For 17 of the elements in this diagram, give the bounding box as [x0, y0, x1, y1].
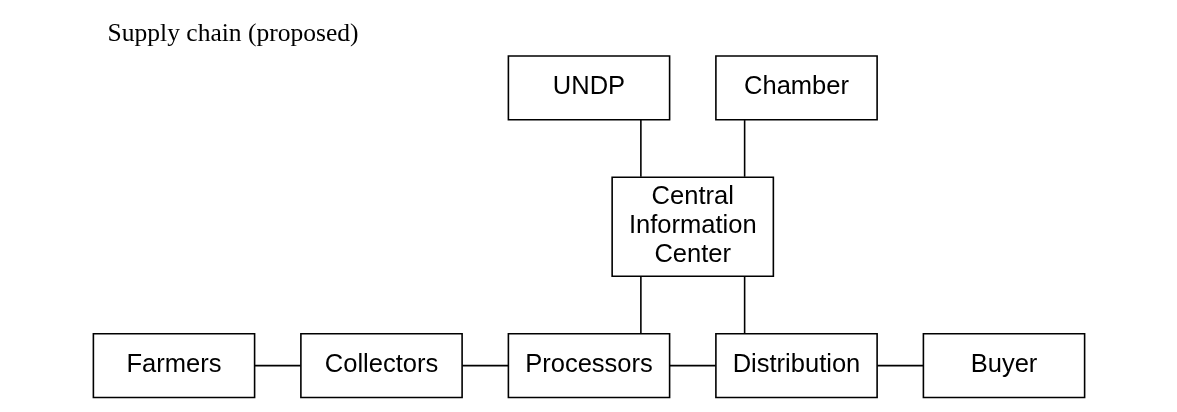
node-box: Distribution [714, 332, 878, 399]
node-box: Farmers [92, 332, 255, 399]
connector [876, 364, 924, 367]
node-box: Collectors [299, 332, 463, 399]
diagram-title: Supply chain (proposed) [107, 18, 358, 48]
node-box: Chamber [714, 55, 878, 121]
node-box: Processors [507, 332, 670, 399]
connector [461, 364, 509, 367]
node-box: UNDP [507, 55, 670, 121]
connector [639, 276, 642, 335]
connector [253, 364, 301, 367]
connector [743, 119, 745, 178]
connector [743, 276, 745, 335]
connector [639, 119, 642, 178]
node-box: Buyer [922, 332, 1085, 399]
node-box: Central Information Center [610, 176, 774, 278]
connector [668, 364, 716, 367]
